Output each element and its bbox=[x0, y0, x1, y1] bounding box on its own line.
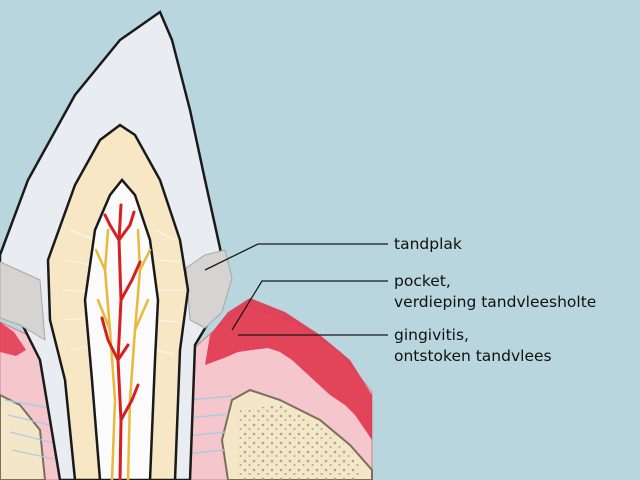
label-plaque-line1: tandplak bbox=[394, 235, 462, 253]
nerves bbox=[94, 228, 152, 480]
leader-plaque bbox=[204, 243, 388, 271]
inflamed-gum-left bbox=[0, 322, 26, 356]
plaque-deposit-right bbox=[185, 249, 233, 329]
leader-pocket bbox=[231, 280, 388, 331]
blood-vessels bbox=[100, 203, 142, 480]
bone-texture bbox=[238, 405, 360, 480]
label-plaque: tandplak bbox=[394, 234, 462, 255]
plaque-deposit bbox=[0, 261, 46, 341]
inflamed-gum bbox=[205, 298, 372, 440]
label-pocket-line2: verdieping tandvleesholte bbox=[394, 293, 597, 311]
leader-lines bbox=[204, 243, 388, 336]
label-pocket: pocket, verdieping tandvleesholte bbox=[394, 271, 596, 313]
label-pocket-line1: pocket, bbox=[394, 272, 451, 290]
label-gingivitis: gingivitis, ontstoken tandvlees bbox=[394, 325, 552, 367]
label-gingivitis-line1: gingivitis, bbox=[394, 326, 469, 344]
label-gingivitis-line2: ontstoken tandvlees bbox=[394, 347, 552, 365]
